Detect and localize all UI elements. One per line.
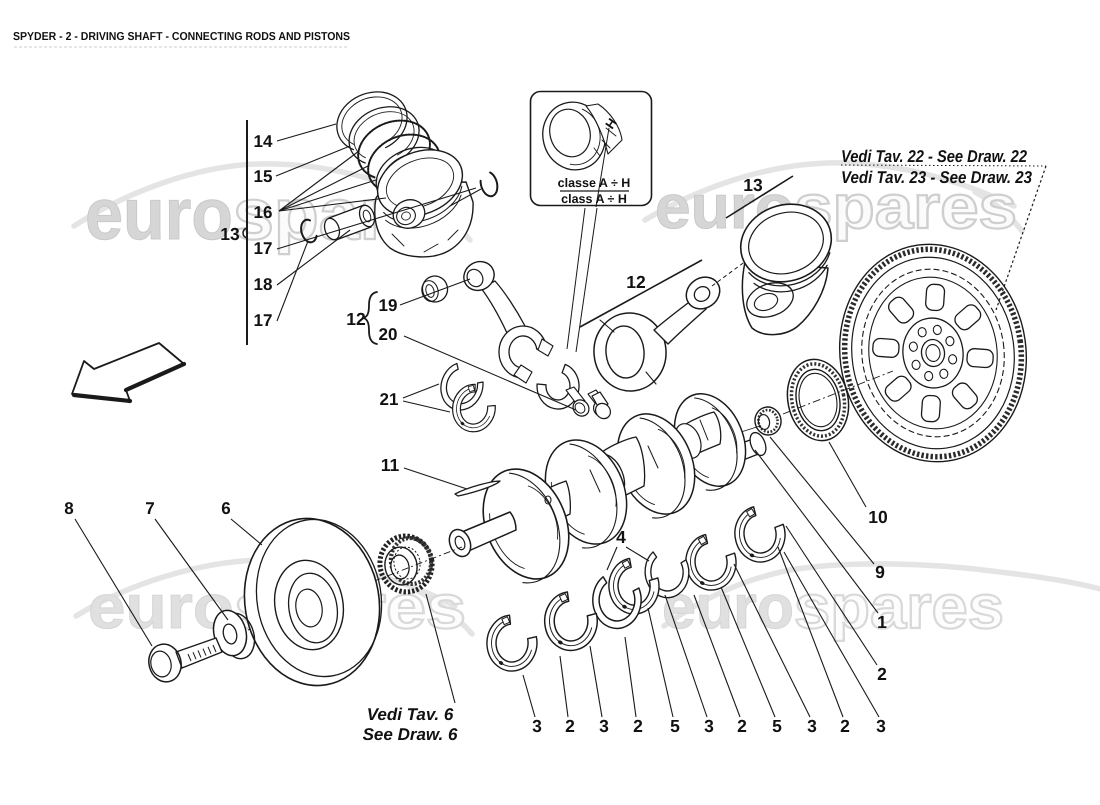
svg-text:16: 16 xyxy=(254,203,273,222)
svg-text:8: 8 xyxy=(64,499,73,518)
svg-text:17: 17 xyxy=(254,239,273,258)
svg-text:11: 11 xyxy=(381,455,400,475)
svg-text:3: 3 xyxy=(876,716,886,736)
svg-text:See Draw. 6: See Draw. 6 xyxy=(363,725,458,744)
svg-text:euro: euro xyxy=(85,174,233,255)
svg-text:2: 2 xyxy=(840,716,850,736)
svg-text:5: 5 xyxy=(670,716,680,736)
svg-text:17: 17 xyxy=(254,311,273,330)
svg-text:SPYDER - 2 - DRIVING SHAFT - C: SPYDER - 2 - DRIVING SHAFT - CONNECTING … xyxy=(13,31,350,43)
svg-text:spares: spares xyxy=(794,573,1004,642)
svg-text:3: 3 xyxy=(599,716,609,736)
svg-text:18: 18 xyxy=(254,275,273,294)
svg-text:12: 12 xyxy=(626,272,646,292)
svg-text:2: 2 xyxy=(737,716,747,736)
svg-text:20: 20 xyxy=(379,325,398,344)
svg-text:4: 4 xyxy=(616,527,626,547)
svg-text:3: 3 xyxy=(704,716,714,736)
svg-text:3: 3 xyxy=(807,716,817,736)
svg-text:Vedi Tav. 22 - See Draw. 22: Vedi Tav. 22 - See Draw. 22 xyxy=(841,147,1027,166)
svg-text:10: 10 xyxy=(868,507,888,527)
svg-text:6: 6 xyxy=(221,499,230,518)
svg-text:Vedi Tav. 6: Vedi Tav. 6 xyxy=(367,705,454,724)
svg-text:2: 2 xyxy=(877,664,887,684)
svg-text:2: 2 xyxy=(633,716,643,736)
svg-text:15: 15 xyxy=(254,167,273,186)
svg-text:2: 2 xyxy=(565,716,575,736)
svg-text:class A ÷ H: class A ÷ H xyxy=(561,192,627,206)
svg-text:14: 14 xyxy=(254,132,273,151)
svg-text:1: 1 xyxy=(877,612,887,632)
svg-text:classe A ÷ H: classe A ÷ H xyxy=(558,176,631,190)
svg-text:euro: euro xyxy=(88,573,234,642)
svg-text:13: 13 xyxy=(743,175,763,195)
svg-text:21: 21 xyxy=(380,390,399,409)
svg-text:13: 13 xyxy=(220,224,240,244)
svg-text:12: 12 xyxy=(346,309,366,329)
svg-text:9: 9 xyxy=(875,562,885,582)
svg-text:Vedi Tav. 23 - See Draw. 23: Vedi Tav. 23 - See Draw. 23 xyxy=(841,168,1032,187)
svg-text:19: 19 xyxy=(379,296,398,315)
svg-text:3: 3 xyxy=(532,716,542,736)
svg-text:5: 5 xyxy=(772,716,782,736)
svg-text:7: 7 xyxy=(145,499,154,518)
